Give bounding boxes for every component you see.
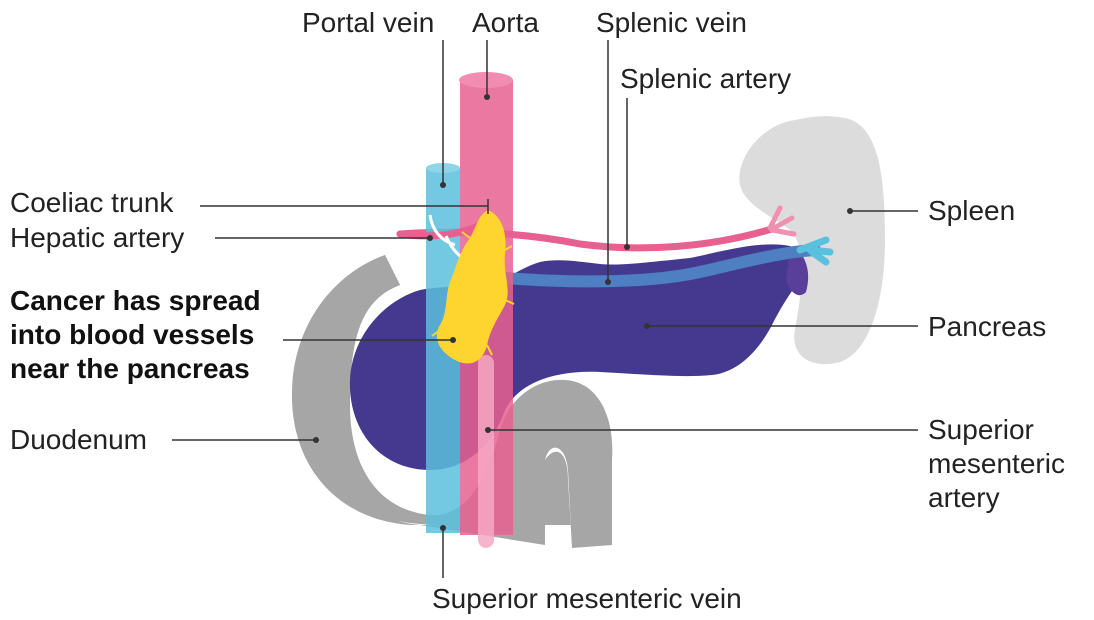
label-cancer-line-2: into blood vessels xyxy=(10,318,261,352)
label-duodenum: Duodenum xyxy=(10,423,147,457)
superior-mesenteric-artery xyxy=(478,355,494,548)
label-splenic-vein: Splenic vein xyxy=(596,6,747,40)
label-superior-mesenteric-artery: Superior mesenteric artery xyxy=(928,413,1065,515)
label-cancer-spread: Cancer has spread into blood vessels nea… xyxy=(10,284,261,386)
label-cancer-line-1: Cancer has spread xyxy=(10,284,261,318)
label-cancer-line-3: near the pancreas xyxy=(10,352,261,386)
label-aorta: Aorta xyxy=(472,6,539,40)
label-pancreas: Pancreas xyxy=(928,310,1046,344)
label-sma-line-2: mesenteric xyxy=(928,447,1065,481)
label-superior-mesenteric-vein: Superior mesenteric vein xyxy=(432,582,742,616)
label-sma-line-1: Superior xyxy=(928,413,1065,447)
label-coeliac-trunk: Coeliac trunk xyxy=(10,186,173,220)
label-portal-vein: Portal vein xyxy=(302,6,434,40)
label-hepatic-artery: Hepatic artery xyxy=(10,221,184,255)
label-spleen: Spleen xyxy=(928,194,1015,228)
label-splenic-artery: Splenic artery xyxy=(620,62,791,96)
aorta-top xyxy=(459,72,513,88)
label-sma-line-3: artery xyxy=(928,481,1065,515)
